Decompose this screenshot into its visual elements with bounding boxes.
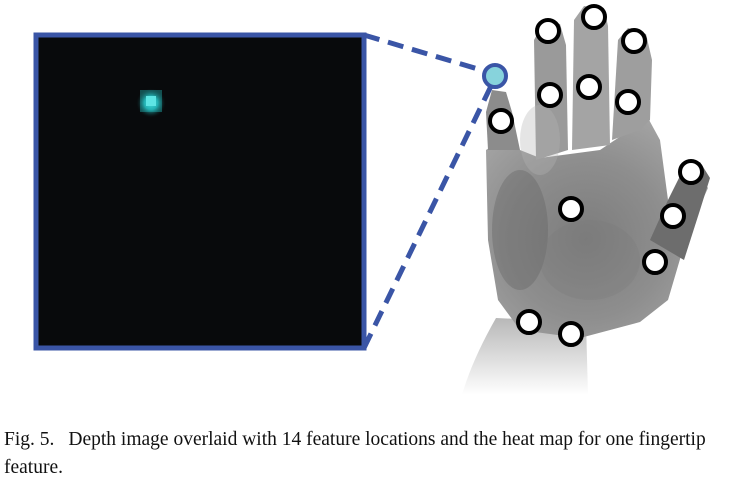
feature-marker [516, 309, 542, 335]
feature-marker [581, 4, 607, 30]
hand-depth-image [462, 6, 710, 395]
connector-top [363, 32, 489, 75]
feature-marker [488, 108, 514, 134]
feature-marker [660, 203, 686, 229]
highlighted-fingertip-marker [482, 63, 508, 89]
figure-caption: Fig. 5.Depth image overlaid with 14 feat… [4, 426, 732, 482]
feature-marker [558, 321, 584, 347]
feature-marker [576, 74, 602, 100]
feature-markers [488, 4, 704, 347]
figure-illustration [33, 4, 710, 395]
feature-marker [678, 159, 704, 185]
heatmap-peak [146, 96, 156, 106]
feature-marker [535, 18, 561, 44]
forearm [462, 318, 588, 395]
feature-marker [621, 28, 647, 54]
feature-marker [537, 82, 563, 108]
zoom-connector [361, 32, 495, 350]
palm [486, 118, 708, 338]
heatmap-panel [33, 32, 367, 351]
figure-label: Fig. 5. [4, 429, 55, 450]
heatmap-frame [33, 32, 367, 351]
caption-text: Depth image overlaid with 14 feature loc… [4, 429, 706, 478]
feature-marker [615, 89, 641, 115]
feature-marker [642, 249, 668, 275]
feature-marker [558, 196, 584, 222]
connector-bottom [361, 82, 495, 350]
heatmap-background [36, 35, 364, 348]
